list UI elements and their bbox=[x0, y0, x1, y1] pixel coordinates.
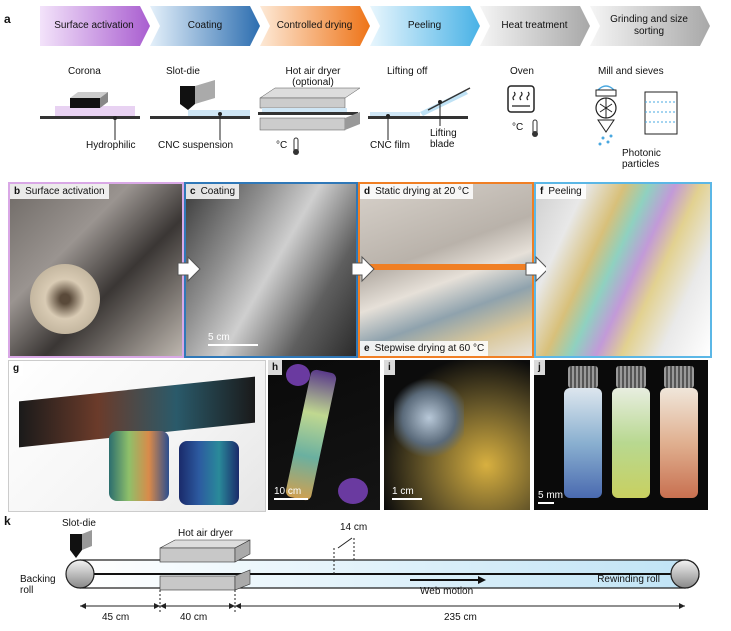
label-celsius-dryer: °C bbox=[276, 140, 288, 151]
scale-photonic-glitter-text: 1 cm bbox=[392, 486, 414, 497]
label-distance-235: 235 cm bbox=[444, 612, 477, 623]
letter-c: c bbox=[190, 186, 196, 197]
tool-lifting-off: Lifting off bbox=[387, 66, 428, 77]
hot-air-dryer-icon bbox=[159, 539, 251, 591]
label-distance-40: 40 cm bbox=[180, 612, 208, 623]
panel-a-letter: a bbox=[4, 12, 11, 26]
label-height: 14 cm bbox=[340, 522, 368, 533]
scale-particle-vials-text: 5 mm bbox=[538, 490, 563, 501]
step-arrow-5 bbox=[480, 6, 590, 46]
label-hydrophilic: Hydrophilic bbox=[86, 140, 136, 151]
label-rewinding-roll: Rewinding roll bbox=[597, 574, 660, 585]
step-label-coating: Coating bbox=[187, 20, 223, 31]
scale-photonic-glitter: 1 cm bbox=[392, 486, 422, 500]
process-schematics bbox=[40, 80, 678, 155]
scale-coating-text: 5 cm bbox=[208, 332, 230, 343]
label-cnc-film: CNC film bbox=[370, 140, 410, 151]
title-coating: Coating bbox=[200, 186, 236, 197]
title-static-drying: Static drying at 20 °C bbox=[375, 186, 470, 197]
tool-hot-air-dryer: Hot air dryer (optional) bbox=[285, 66, 341, 88]
scale-flexible-film-text: 10 cm bbox=[274, 486, 302, 497]
label-backing-roll: Backing roll bbox=[20, 574, 56, 596]
letter-b: b bbox=[14, 186, 21, 197]
title-surface-activation: Surface activation bbox=[25, 186, 105, 197]
hot-air-dryer-schematic bbox=[258, 87, 361, 155]
corona-schematic bbox=[40, 92, 140, 140]
label-web-motion: Web motion bbox=[420, 586, 474, 597]
tool-mill-and-sieves: Mill and sieves bbox=[598, 66, 664, 77]
scale-coating: 5 cm bbox=[208, 332, 258, 346]
label-cnc-suspension: CNC suspension bbox=[158, 140, 234, 151]
letter-h: h bbox=[272, 362, 279, 373]
letter-j: j bbox=[538, 362, 541, 373]
arrow-right-icon bbox=[525, 255, 546, 283]
label-lifting-blade: Lifting blade bbox=[430, 128, 457, 150]
step-arrow-3 bbox=[260, 6, 370, 46]
tool-oven: Oven bbox=[510, 66, 534, 77]
photo-peeling: f Peeling bbox=[534, 182, 712, 358]
arrow-right-icon bbox=[177, 255, 201, 283]
label-celsius-oven: °C bbox=[512, 122, 524, 133]
arrow-right-icon bbox=[351, 255, 375, 283]
letter-d: d bbox=[364, 186, 371, 197]
step-label-peeling: Peeling bbox=[407, 20, 442, 31]
label-slot-die: Slot-die bbox=[62, 518, 96, 529]
oven-icon bbox=[507, 85, 538, 137]
photo-connector-arrows bbox=[177, 255, 546, 283]
tool-slot-die: Slot-die bbox=[166, 66, 200, 77]
label-photonic-particles: Photonic particles bbox=[622, 148, 661, 170]
slot-die-icon bbox=[70, 530, 92, 558]
slot-die-schematic bbox=[150, 80, 250, 140]
mill-and-sieves-icon bbox=[595, 85, 678, 146]
title-stepwise-drying: Stepwise drying at 60 °C bbox=[374, 343, 485, 354]
process-steps-arrows bbox=[40, 6, 710, 46]
photo-coating: c Coating 5 cm bbox=[184, 182, 358, 358]
scale-flexible-film: 10 cm bbox=[274, 486, 308, 500]
step-arrow-4 bbox=[370, 6, 480, 46]
step-arrow-1 bbox=[40, 6, 150, 46]
photo-surface-activation: b Surface activation bbox=[8, 182, 184, 358]
photo-flexible-film: h 10 cm bbox=[268, 360, 380, 510]
lifting-off-schematic bbox=[368, 87, 471, 140]
scale-particle-vials: 5 mm bbox=[538, 490, 563, 504]
step-label-grinding: Grinding and size sorting bbox=[610, 14, 688, 37]
photo-photonic-glitter: i 1 cm bbox=[384, 360, 530, 510]
letter-i: i bbox=[388, 362, 391, 373]
step-arrow-2 bbox=[150, 6, 260, 46]
label-distance-45: 45 cm bbox=[102, 612, 130, 623]
panel-k-letter: k bbox=[4, 514, 11, 528]
step-label-surface-activation: Surface activation bbox=[54, 20, 134, 31]
label-hot-air-dryer: Hot air dryer bbox=[178, 528, 234, 539]
backing-roll bbox=[65, 559, 95, 589]
letter-e: e bbox=[364, 343, 370, 354]
tool-corona: Corona bbox=[68, 66, 101, 77]
photo-film-rolls: g bbox=[8, 360, 266, 512]
title-peeling: Peeling bbox=[548, 186, 582, 197]
step-label-controlled-drying: Controlled drying bbox=[276, 20, 353, 31]
step-label-heat-treatment: Heat treatment bbox=[501, 20, 568, 31]
letter-f: f bbox=[540, 186, 544, 197]
photo-particle-vials: j 5 mm bbox=[534, 360, 708, 510]
web-motion-arrow-icon bbox=[478, 576, 486, 584]
letter-g: g bbox=[13, 363, 20, 374]
photo-drying: d Static drying at 20 °C e Stepwise drying… bbox=[358, 182, 534, 358]
rewinding-roll bbox=[670, 559, 700, 589]
step-arrow-6 bbox=[590, 6, 710, 46]
roll-to-roll-line-schematic bbox=[65, 530, 700, 612]
